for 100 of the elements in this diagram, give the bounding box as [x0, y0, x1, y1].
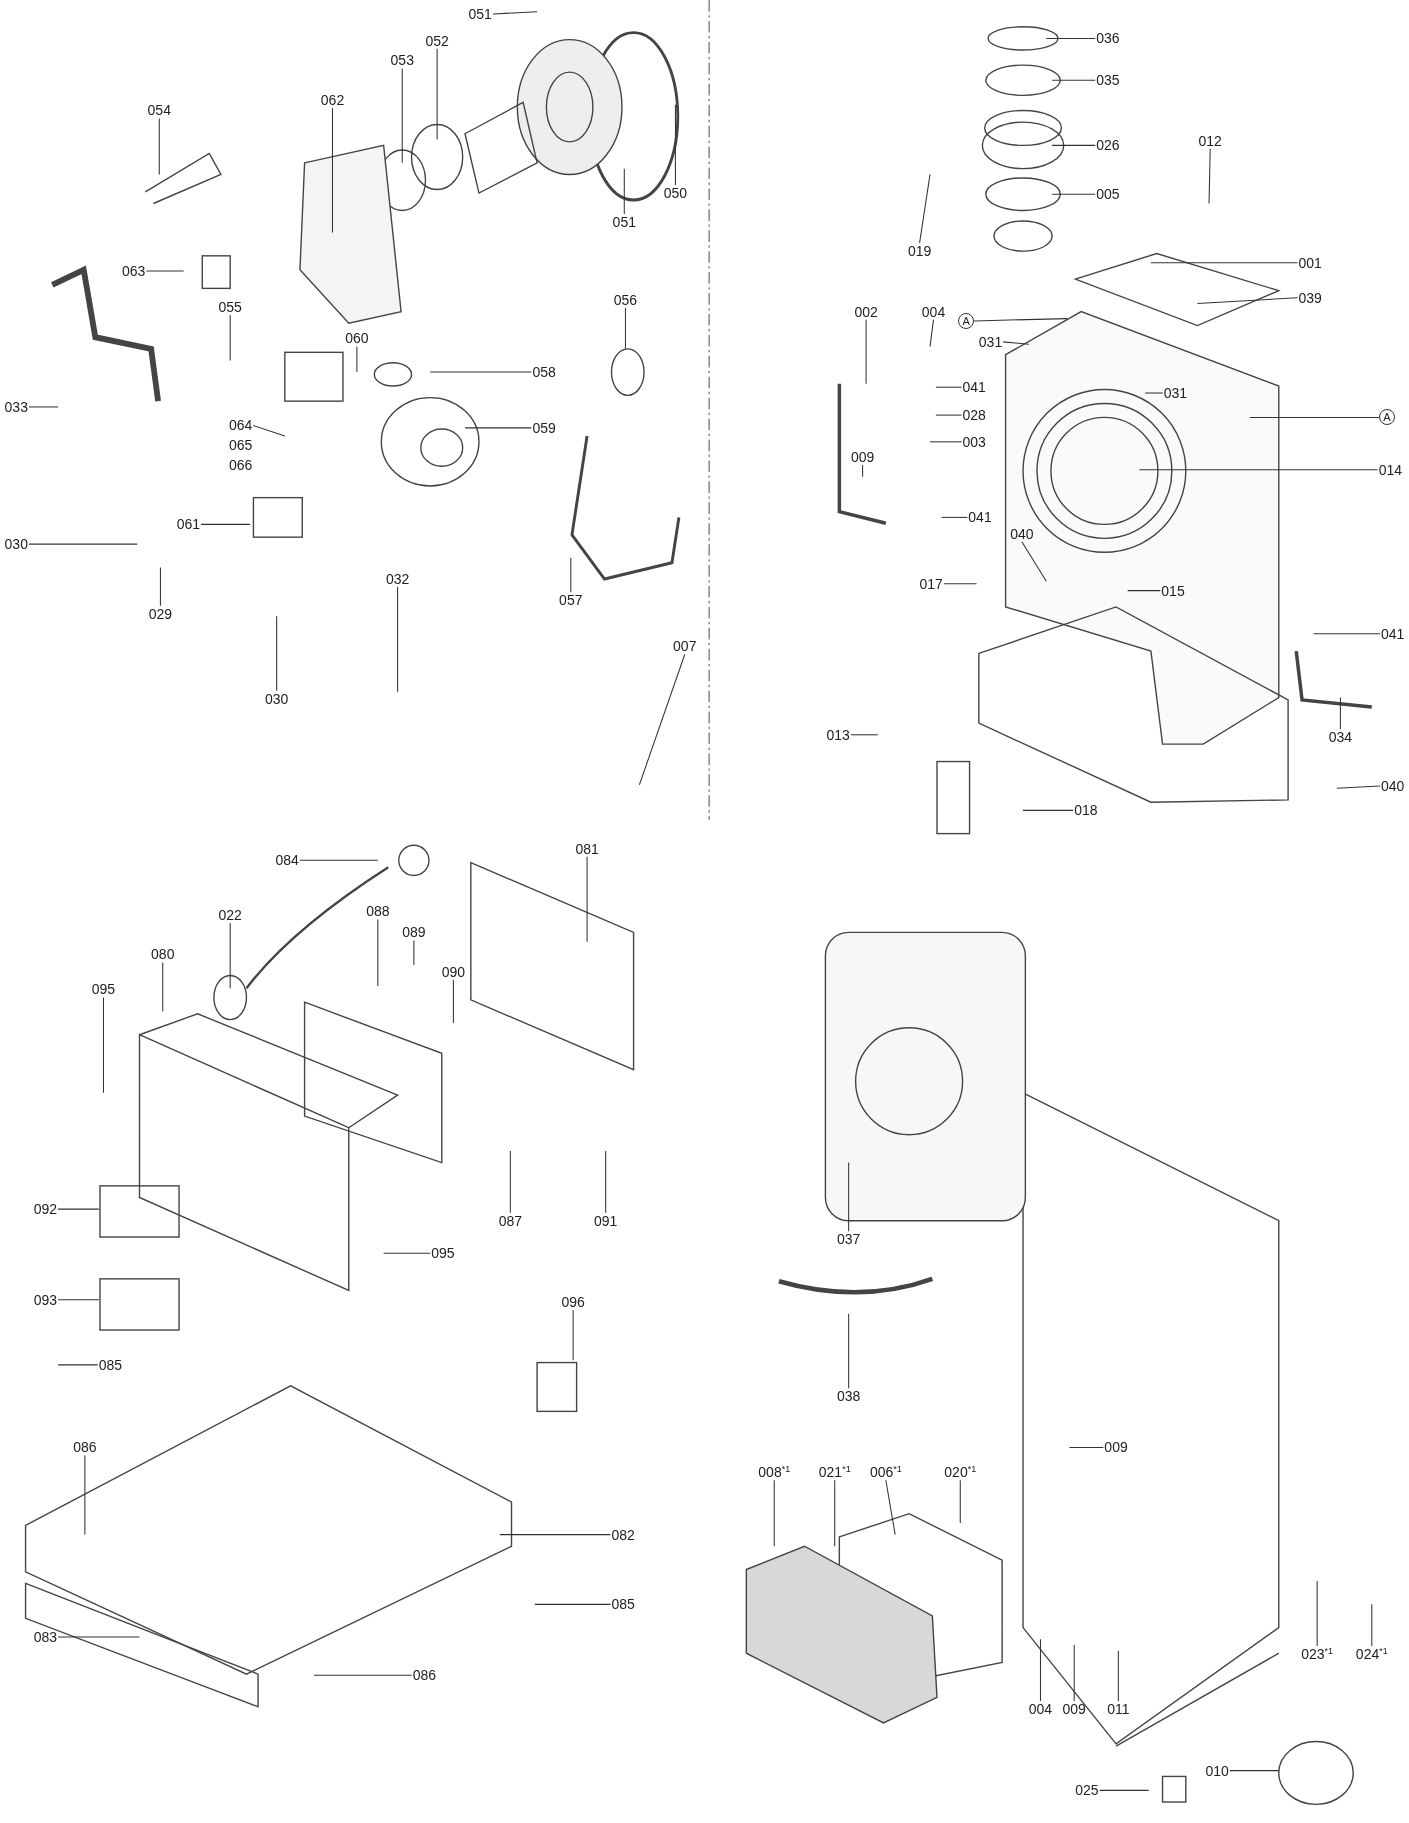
callout-number: 025 — [1074, 1782, 1100, 1799]
callout-number: 089 — [401, 924, 427, 941]
callout-number: 041 — [967, 509, 993, 526]
leader-line — [848, 1313, 850, 1389]
callout-number: 003 — [961, 433, 987, 450]
callout-number: 082 — [610, 1526, 636, 1543]
callout-number: 053 — [389, 52, 415, 69]
callout-number: 038 — [835, 1388, 862, 1405]
leader-line — [1138, 469, 1379, 471]
callout-number: 051 — [467, 5, 493, 22]
leader-line — [57, 1636, 141, 1638]
callout-number: 065 — [227, 437, 254, 454]
leader-line — [383, 1252, 431, 1254]
leader-line — [1051, 193, 1096, 195]
leader-line — [929, 441, 963, 443]
leader-line — [1039, 1638, 1041, 1702]
callout-number: 096 — [560, 1294, 586, 1311]
callout-number: 031 — [1162, 384, 1188, 401]
leader-line — [331, 107, 333, 234]
leader-line — [605, 1150, 607, 1214]
callout-number: 095 — [430, 1245, 456, 1262]
leader-line — [834, 1479, 836, 1547]
leader-line — [28, 543, 138, 545]
callout-number: 010 — [1204, 1762, 1230, 1779]
leader-line — [865, 319, 867, 385]
leader-line — [356, 345, 358, 373]
leader-line — [158, 118, 160, 175]
leader-line — [862, 464, 864, 478]
callout-number: 023$^{*1}$ — [1300, 1645, 1335, 1663]
leader-line — [570, 557, 572, 593]
callout-number: 086 — [411, 1667, 437, 1684]
leader-line — [299, 859, 379, 861]
leader-line — [162, 962, 164, 1012]
leader-line — [229, 314, 231, 361]
leader-line — [57, 1364, 99, 1366]
leader-line — [1196, 297, 1299, 304]
leader-line — [959, 1479, 961, 1524]
callout-number: 012 — [1197, 132, 1223, 149]
leader-line — [145, 270, 185, 272]
leader-line — [1339, 697, 1341, 730]
leader-line — [850, 734, 879, 736]
leader-line — [200, 523, 251, 525]
callout-number: 083 — [32, 1628, 58, 1645]
callout-number: 021$^{*1}$ — [817, 1463, 852, 1481]
leader-line — [57, 1299, 100, 1301]
callout-number: 066 — [227, 457, 254, 473]
callout-number: 063 — [121, 262, 147, 279]
callout-number: 041 — [961, 379, 987, 396]
callout-number: 086 — [72, 1439, 98, 1456]
callout-number: 008$^{*1}$ — [757, 1463, 792, 1481]
callout-number: 034 — [1327, 729, 1354, 746]
leader-line — [1229, 1770, 1280, 1772]
callout-number: 092 — [32, 1201, 58, 1218]
callout-number: 085 — [610, 1596, 636, 1613]
callout-number: 020$^{*1}$ — [943, 1463, 978, 1481]
callout-number: 026 — [1095, 137, 1121, 154]
leader-line — [57, 1208, 100, 1210]
callout-number: 040 — [1380, 777, 1406, 794]
callout-number: 014 — [1377, 461, 1404, 478]
callout-number: 050 — [662, 184, 689, 201]
callout-number: 035 — [1095, 72, 1121, 89]
callout-number: 004 — [1027, 1700, 1054, 1717]
callout-number: 019 — [906, 243, 933, 260]
callout-number: 024$^{*1}$ — [1354, 1645, 1389, 1663]
callout-number: 041 — [1380, 625, 1406, 642]
callout-number: 018 — [1073, 802, 1099, 819]
leader-line — [436, 48, 438, 141]
leader-line — [102, 996, 104, 1094]
callout-number: 009 — [1103, 1439, 1129, 1456]
leader-line — [84, 1454, 86, 1536]
leader-line — [276, 615, 278, 692]
leader-line — [28, 406, 59, 408]
leader-line — [1127, 590, 1161, 592]
leader-line — [935, 414, 963, 416]
leader-line — [492, 11, 538, 15]
callout-number: 051 — [611, 214, 637, 231]
callout-number: 004 — [920, 303, 947, 320]
leader-line — [1117, 1650, 1119, 1702]
leader-line — [1021, 541, 1047, 582]
callout-number: 009 — [1061, 1700, 1087, 1717]
callout-number: 064 — [227, 417, 254, 434]
callout-number: 029 — [147, 605, 174, 622]
callout-number: 087 — [497, 1212, 523, 1229]
callout-number: 015 — [1160, 582, 1186, 599]
leader-line — [935, 386, 963, 388]
callout-number: 040 — [1009, 525, 1035, 542]
callout-number: 059 — [531, 419, 557, 436]
leader-line — [638, 653, 686, 786]
callout-number: 093 — [32, 1291, 58, 1308]
callout-number: 005 — [1095, 186, 1121, 203]
leader-line — [313, 1674, 413, 1676]
leader-line — [941, 516, 968, 518]
callout-number: 055 — [217, 298, 243, 315]
callout-number: 088 — [365, 903, 391, 920]
leader-line — [572, 1309, 574, 1361]
leader-line — [1144, 392, 1164, 394]
leader-line — [1051, 79, 1096, 81]
leader-line — [1069, 1446, 1104, 1448]
callout-number: 028 — [961, 407, 987, 423]
callout-number: 007 — [672, 638, 698, 655]
